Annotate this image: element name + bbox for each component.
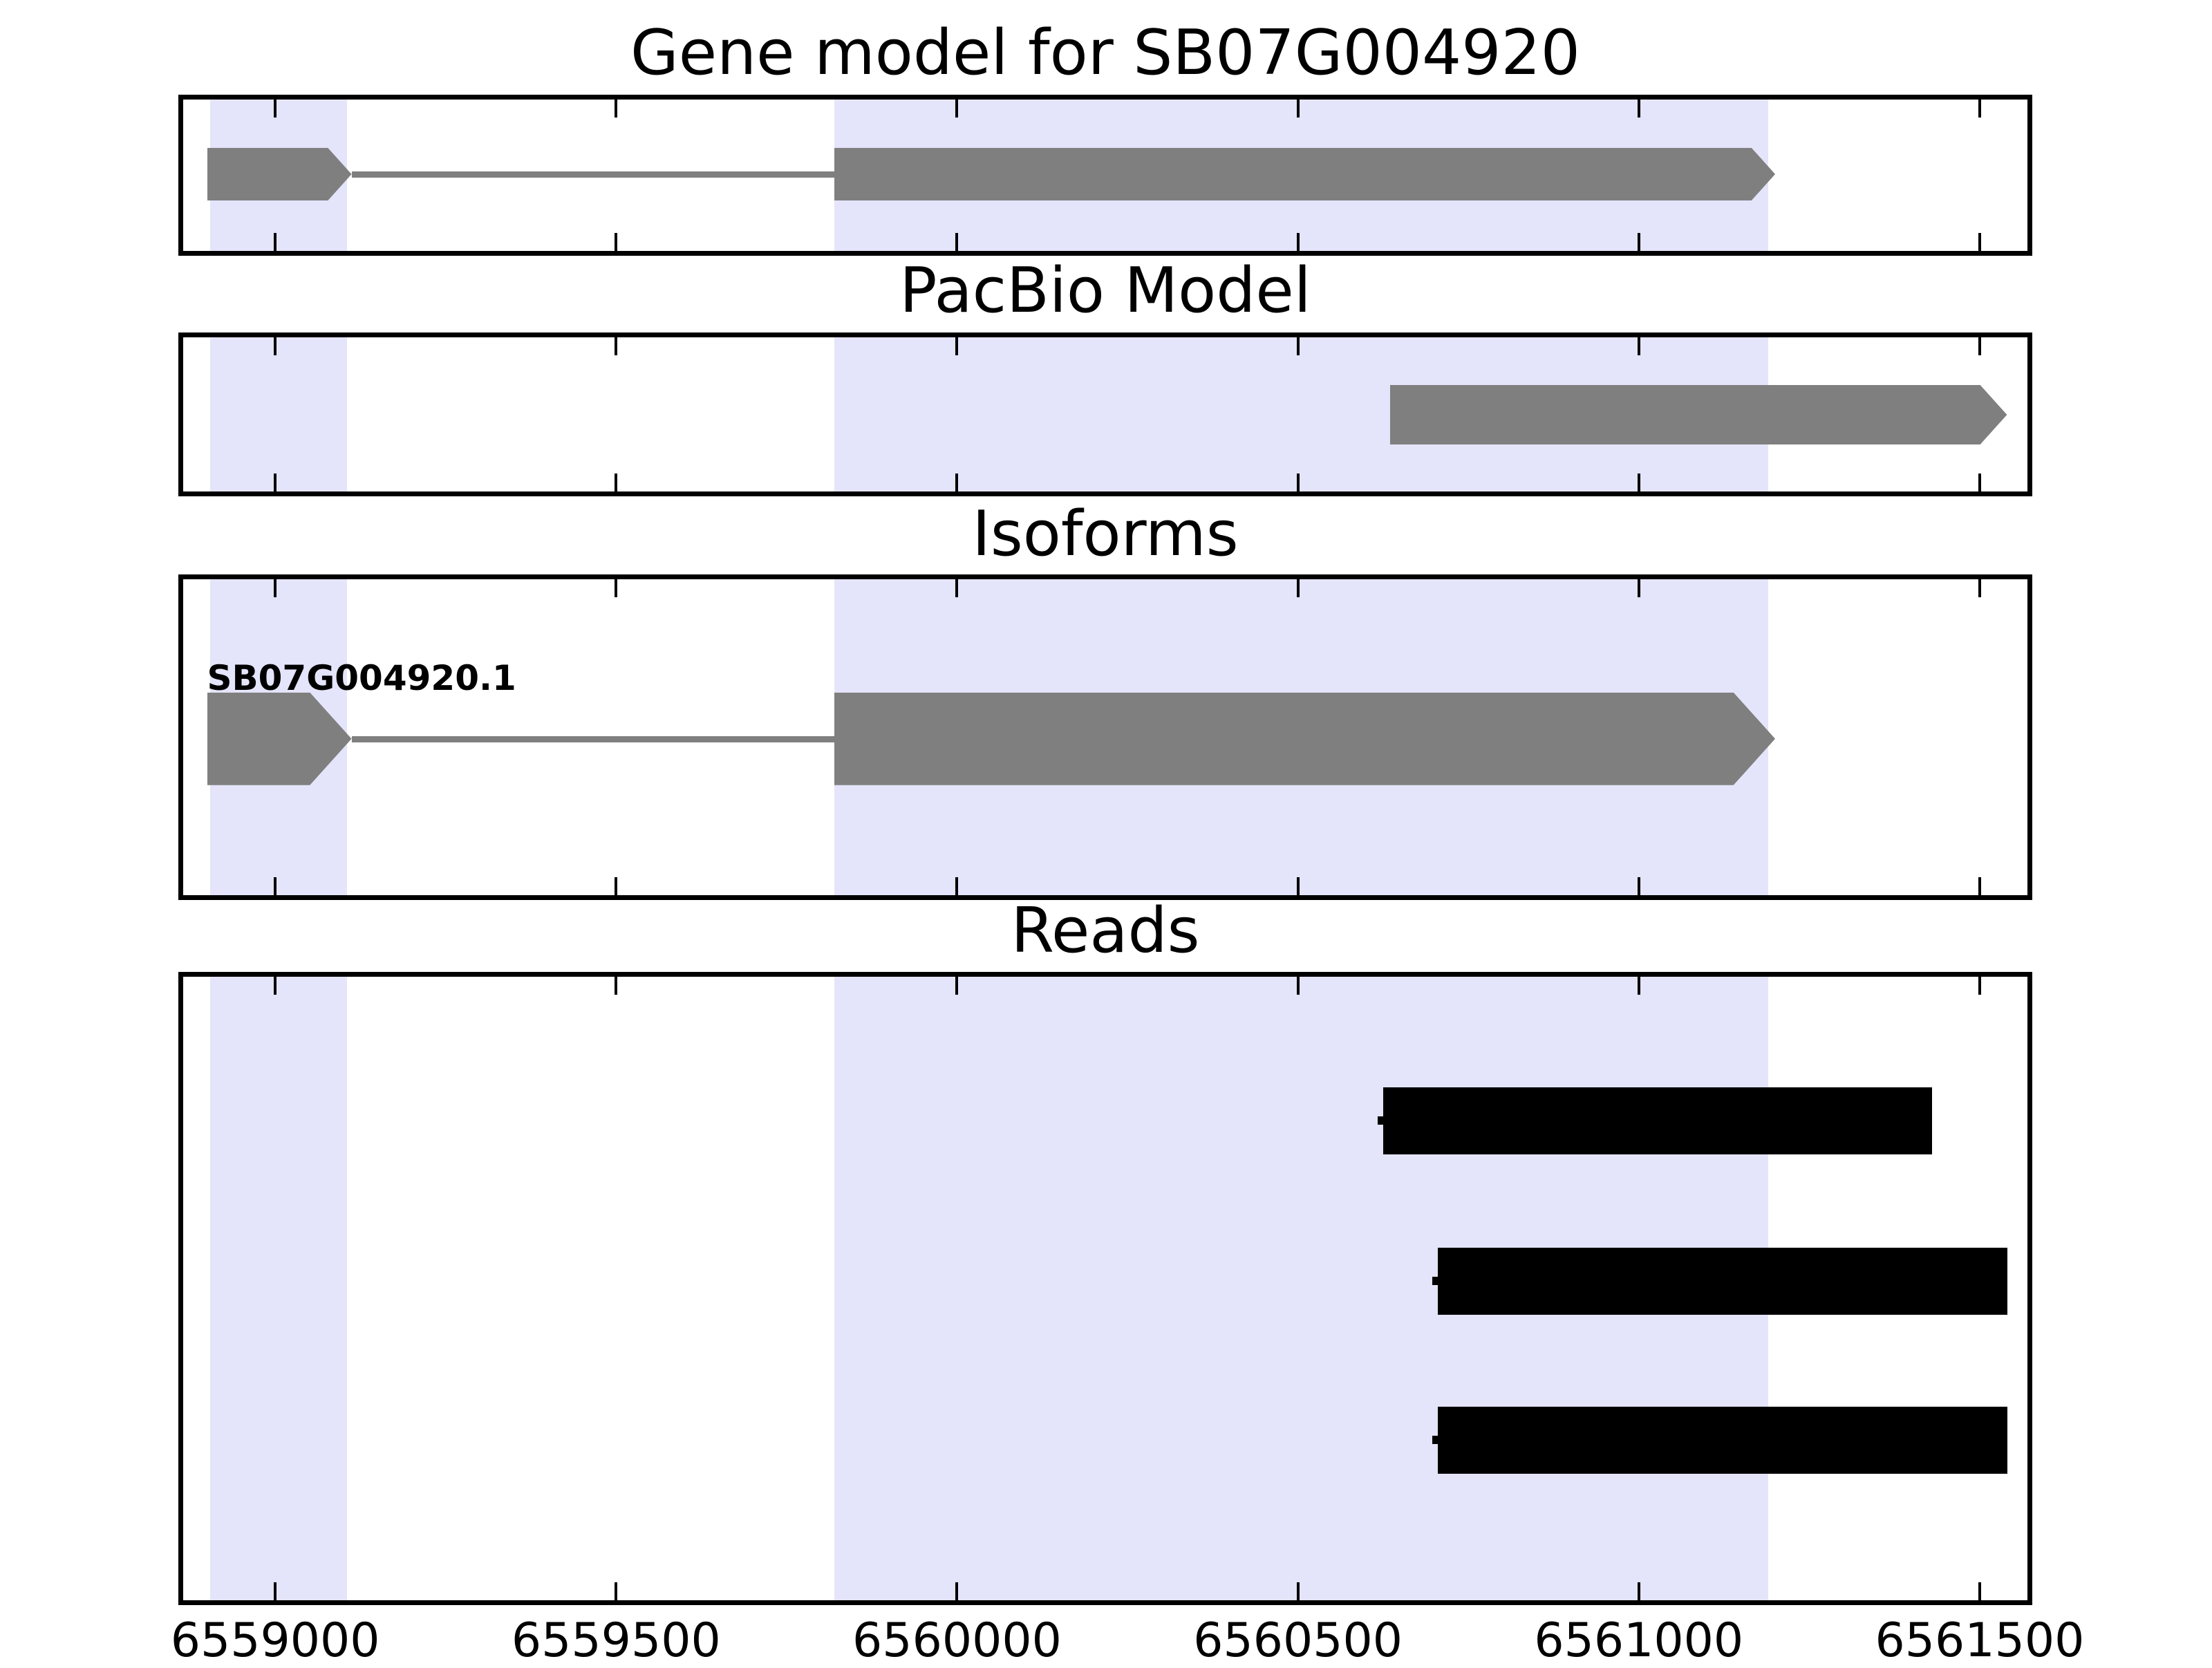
tick-mark — [274, 474, 277, 491]
tick-mark — [274, 877, 277, 895]
tick-mark — [1978, 100, 1981, 118]
highlight-region — [210, 977, 347, 1600]
tick-mark — [955, 474, 959, 491]
read-leader-notch — [1432, 1436, 1438, 1445]
tick-mark — [274, 579, 277, 597]
tick-mark — [1637, 877, 1640, 895]
panel-gene-model-plot-area — [183, 100, 2027, 251]
tick-mark — [1296, 977, 1300, 995]
panel-title-pacbio-model: PacBio Model — [899, 254, 1311, 327]
exon-shape — [207, 147, 352, 200]
panel-reads-plot-area — [183, 977, 2027, 1600]
tick-mark — [1637, 474, 1640, 491]
tick-mark — [1978, 474, 1981, 491]
exon-shape — [1389, 384, 2007, 444]
tick-mark — [615, 233, 618, 251]
panel-isoforms: SB07G004920.1 — [178, 574, 2032, 900]
tick-mark — [1978, 337, 1981, 355]
read-leader-notch — [1432, 1277, 1438, 1286]
x-axis-tick-label: 6559500 — [511, 1613, 721, 1668]
tick-mark — [1637, 233, 1640, 251]
tick-mark — [1637, 337, 1640, 355]
tick-mark — [955, 877, 959, 895]
tick-mark — [1978, 579, 1981, 597]
tick-mark — [615, 877, 618, 895]
tick-mark — [1296, 337, 1300, 355]
panel-pacbio-plot-area — [183, 337, 2027, 491]
read-bar — [1437, 1406, 2008, 1474]
tick-mark — [615, 977, 618, 995]
panel-gene-model — [178, 95, 2032, 256]
panel-reads — [178, 972, 2032, 1605]
tick-mark — [1637, 977, 1640, 995]
tick-mark — [1637, 579, 1640, 597]
tick-mark — [955, 579, 959, 597]
tick-mark — [1637, 100, 1640, 118]
tick-mark — [1637, 1582, 1640, 1600]
tick-mark — [955, 337, 959, 355]
exon-shape — [834, 147, 1776, 200]
tick-mark — [1978, 1582, 1981, 1600]
tick-mark — [1296, 1582, 1300, 1600]
exon-shape — [834, 692, 1776, 785]
read-bar — [1382, 1087, 1932, 1154]
tick-mark — [1978, 977, 1981, 995]
tick-mark — [1296, 100, 1300, 118]
read-leader-notch — [1377, 1116, 1383, 1125]
x-axis-tick-label: 6560000 — [852, 1613, 1062, 1668]
intron-line — [351, 735, 834, 742]
panel-isoforms-plot-area: SB07G004920.1 — [183, 579, 2027, 895]
x-axis-tick-label: 6560500 — [1193, 1613, 1403, 1668]
tick-mark — [955, 233, 959, 251]
highlight-region — [210, 337, 347, 491]
tick-mark — [615, 100, 618, 118]
tick-mark — [955, 100, 959, 118]
tick-mark — [955, 977, 959, 995]
tick-mark — [615, 337, 618, 355]
tick-mark — [274, 977, 277, 995]
tick-mark — [615, 474, 618, 491]
tick-mark — [274, 100, 277, 118]
tick-mark — [1978, 877, 1981, 895]
panel-pacbio-model — [178, 332, 2032, 496]
x-axis-tick-label: 6561000 — [1534, 1613, 1744, 1668]
intron-line — [351, 171, 834, 178]
panel-title-reads: Reads — [1011, 894, 1200, 967]
read-bar — [1437, 1247, 2008, 1315]
tick-mark — [1296, 474, 1300, 491]
isoform-label: SB07G004920.1 — [207, 657, 516, 698]
tick-mark — [1296, 579, 1300, 597]
x-axis-tick-label: 6559000 — [170, 1613, 380, 1668]
panel-title-gene-model: Gene model for SB07G004920 — [630, 17, 1581, 89]
tick-mark — [1296, 233, 1300, 251]
tick-mark — [274, 1582, 277, 1600]
x-axis-tick-label: 6561500 — [1875, 1613, 2085, 1668]
panel-title-isoforms: Isoforms — [972, 498, 1239, 570]
tick-mark — [615, 579, 618, 597]
tick-mark — [615, 1582, 618, 1600]
tick-mark — [274, 337, 277, 355]
tick-mark — [1978, 233, 1981, 251]
tick-mark — [955, 1582, 959, 1600]
tick-mark — [1296, 877, 1300, 895]
tick-mark — [274, 233, 277, 251]
